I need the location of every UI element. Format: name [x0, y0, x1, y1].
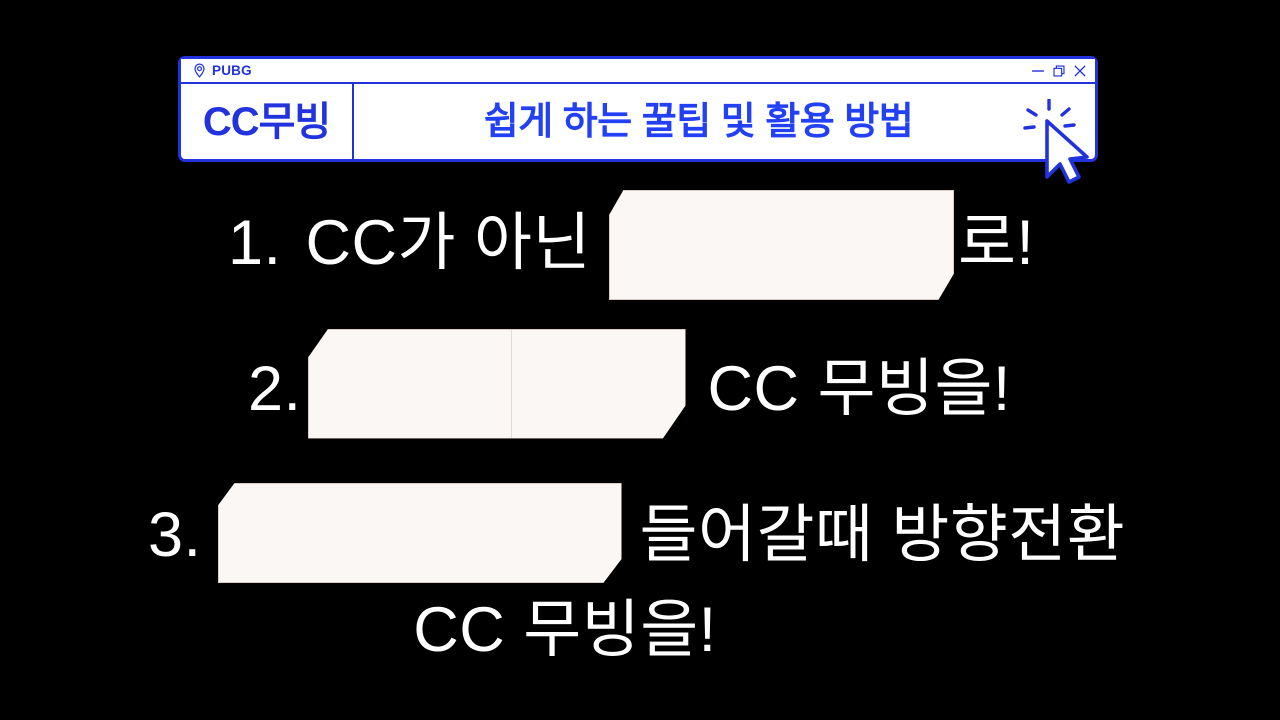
tips-list: 1. CC가 아닌 로! 2. CC 무빙을! 3. 들어갈때 방향전환 CC … — [0, 182, 1280, 665]
tip-row-1: 1. CC가 아닌 로! — [0, 182, 1280, 304]
window-content: CC무빙 쉽게 하는 꿀팁 및 활용 방법 — [181, 84, 1095, 159]
location-pin-icon — [194, 63, 205, 78]
app-window: PUBG CC무빙 쉽게 하는 꿀팁 및 — [178, 56, 1098, 184]
window-titlebar: PUBG — [181, 59, 1095, 84]
redaction-segment-b — [511, 329, 684, 438]
tip-text-1-before: CC가 아닌 — [305, 207, 591, 278]
redaction-block-2 — [307, 328, 686, 439]
restore-icon[interactable] — [1052, 64, 1066, 78]
minimize-icon[interactable] — [1031, 64, 1045, 78]
page-title: 쉽게 하는 꿀팁 및 활용 방법 — [483, 100, 914, 143]
redaction-block-3 — [217, 483, 622, 583]
close-icon[interactable] — [1073, 64, 1087, 78]
redaction-segment-a — [309, 330, 512, 438]
window-controls — [1031, 64, 1087, 78]
tip-row-3: 3. 들어갈때 방향전환 — [0, 475, 1280, 595]
tip-number-3: 3. — [148, 499, 202, 570]
tip-number-1: 1. — [228, 207, 282, 278]
brand-cell: CC무빙 — [181, 84, 354, 159]
tip-number-2: 2. — [248, 354, 302, 424]
brand-label: CC무빙 — [202, 99, 331, 144]
titlebar-left-group: PUBG — [192, 63, 252, 78]
tip-row-3-continuation: CC 무빙을! — [0, 595, 1280, 665]
tip-text-3-after: 들어갈때 방향전환 — [639, 499, 1126, 570]
app-name-label: PUBG — [212, 62, 252, 78]
tip-text-1-after: 로! — [957, 207, 1035, 278]
title-cell: 쉽게 하는 꿀팁 및 활용 방법 — [354, 84, 1095, 159]
tip-row-2: 2. CC 무빙을! — [0, 322, 1280, 457]
tip-text-3-continuation: CC 무빙을! — [413, 594, 717, 665]
redaction-block-1 — [608, 190, 954, 300]
tip-text-2-after: CC 무빙을! — [707, 354, 1011, 424]
